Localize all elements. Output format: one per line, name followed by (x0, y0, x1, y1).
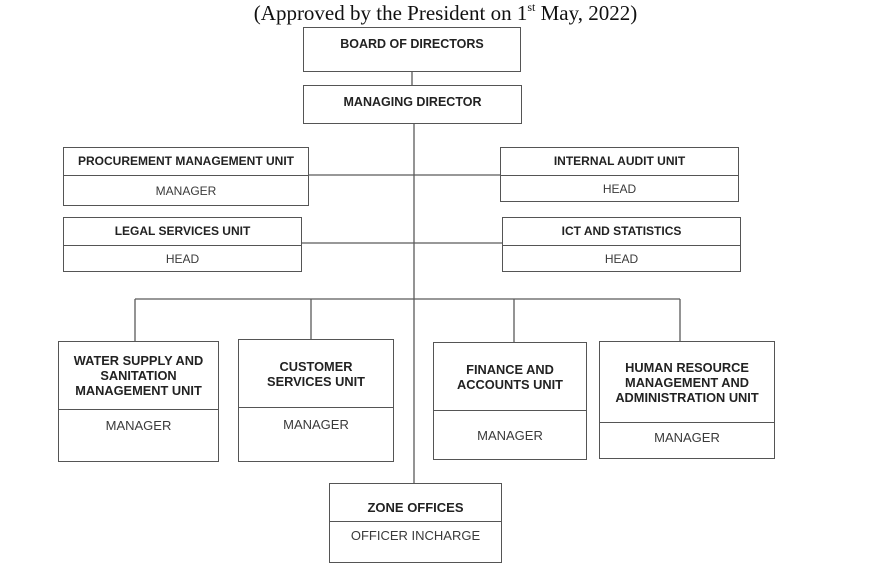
ict-statistics-title: ICT AND STATISTICS (561, 224, 682, 238)
zone-offices-title: ZONE OFFICES (367, 500, 464, 515)
water-supply-unit-role: MANAGER (59, 409, 218, 461)
caption-prefix: (Approved by the President on 1 (253, 1, 528, 25)
customer-services-unit-role: MANAGER (239, 407, 393, 461)
customer-services-unit-box: CUSTOMER SERVICES UNIT MANAGER (238, 339, 394, 462)
ict-statistics-box: ICT AND STATISTICS HEAD (502, 217, 741, 272)
finance-accounts-unit-role: MANAGER (434, 410, 586, 459)
internal-audit-unit-title: INTERNAL AUDIT UNIT (553, 154, 686, 168)
water-supply-unit-box: WATER SUPPLY AND SANITATION MANAGEMENT U… (58, 341, 219, 462)
zone-offices-role: OFFICER INCHARGE (330, 521, 501, 562)
finance-accounts-unit-title: FINANCE AND ACCOUNTS UNIT (457, 361, 563, 392)
approval-caption: (Approved by the President on 1st May, 2… (0, 0, 891, 26)
water-supply-unit-title: WATER SUPPLY AND SANITATION MANAGEMENT U… (73, 353, 204, 398)
caption-suffix: May, 2022) (535, 1, 638, 25)
customer-services-unit-title: CUSTOMER SERVICES UNIT (267, 358, 365, 389)
managing-director-title: MANAGING DIRECTOR (343, 95, 482, 109)
procurement-unit-title: PROCUREMENT MANAGEMENT UNIT (78, 154, 294, 168)
finance-accounts-unit-box: FINANCE AND ACCOUNTS UNIT MANAGER (433, 342, 587, 460)
managing-director-box: MANAGING DIRECTOR (303, 85, 522, 124)
legal-services-unit-title: LEGAL SERVICES UNIT (114, 224, 251, 238)
human-resource-unit-title: HUMAN RESOURCE MANAGEMENT AND ADMINISTRA… (615, 359, 759, 405)
board-of-directors-title: BOARD OF DIRECTORS (340, 37, 484, 51)
human-resource-unit-box: HUMAN RESOURCE MANAGEMENT AND ADMINISTRA… (599, 341, 775, 459)
caption-superscript: st (527, 0, 536, 14)
legal-services-unit-role: HEAD (64, 245, 301, 271)
legal-services-unit-box: LEGAL SERVICES UNIT HEAD (63, 217, 302, 272)
internal-audit-unit-box: INTERNAL AUDIT UNIT HEAD (500, 147, 739, 202)
internal-audit-unit-role: HEAD (501, 175, 738, 201)
procurement-unit-box: PROCUREMENT MANAGEMENT UNIT MANAGER (63, 147, 309, 206)
ict-statistics-role: HEAD (503, 245, 740, 271)
procurement-unit-role: MANAGER (64, 175, 308, 205)
human-resource-unit-role: MANAGER (600, 422, 774, 458)
board-of-directors-box: BOARD OF DIRECTORS (303, 27, 521, 72)
zone-offices-box: ZONE OFFICES OFFICER INCHARGE (329, 483, 502, 563)
